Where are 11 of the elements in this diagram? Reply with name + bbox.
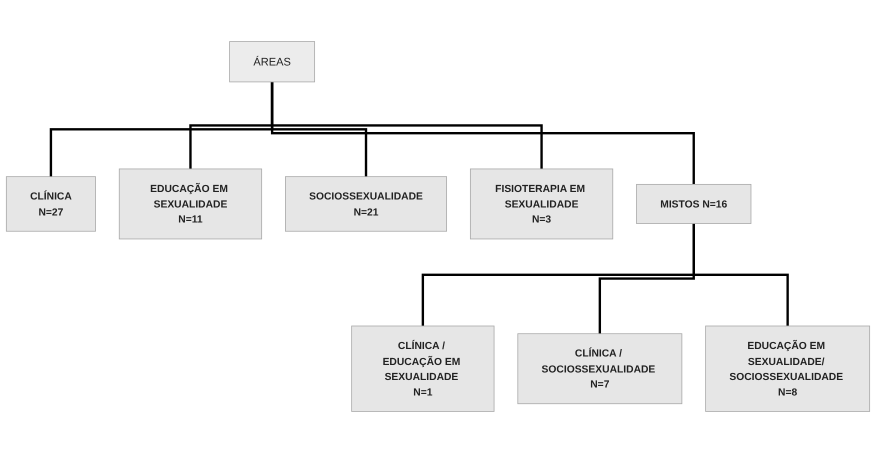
connector [270,82,695,184]
node-box: ÁREAS [229,41,316,82]
node-box: CLÍNICA / SOCIOSSEXUALIDADE N=7 [517,333,682,404]
node-box: EDUCAÇÃO EM SEXUALIDADE/ SOCIOSSEXUALIDADE N=8 [705,326,870,412]
node-box: CLÍNICA / EDUCAÇÃO EM SEXUALIDADE N=1 [351,326,494,412]
node-box: FISIOTERAPIA EM SEXUALIDADE N=3 [470,168,614,240]
node-box: MISTOS N=16 [636,184,752,224]
node-box: CLÍNICA N=27 [6,176,96,232]
node-box: EDUCAÇÃO EM SEXUALIDADE N=11 [118,168,262,240]
connector [692,224,789,326]
node-box: SOCIOSSEXUALIDADE N=21 [285,176,448,232]
